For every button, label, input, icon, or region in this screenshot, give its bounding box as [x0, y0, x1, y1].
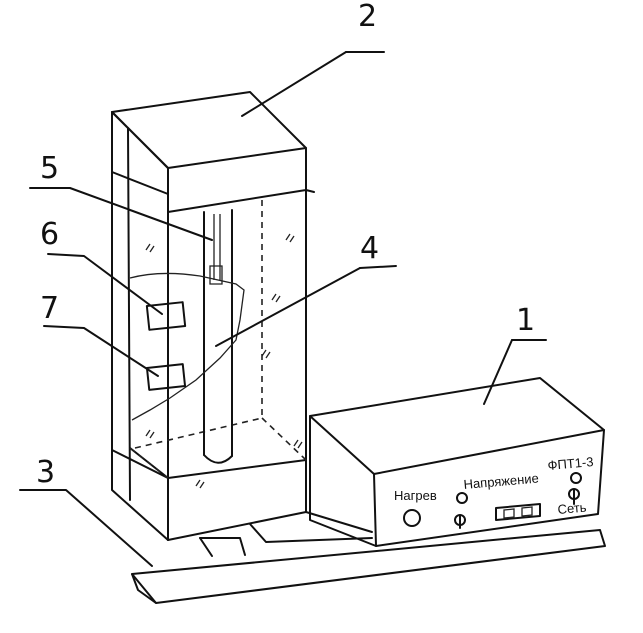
voltage-toggle-switch[interactable] — [454, 514, 466, 529]
element-6-window — [145, 301, 187, 331]
voltage-label: Напряжение — [463, 470, 539, 492]
callout-3: 3 — [36, 455, 55, 490]
heat-knob[interactable] — [403, 509, 421, 527]
leader-lines — [19, 51, 547, 567]
inner-hidden-edges — [129, 200, 307, 479]
glass-reflection-marks — [145, 233, 303, 489]
control-box — [309, 377, 605, 547]
heat-label: Нагрев — [394, 488, 437, 503]
voltage-display — [495, 503, 541, 521]
callout-2: 2 — [358, 0, 377, 34]
element-7-window — [145, 363, 187, 391]
model-label: ФПТ1-3 — [547, 454, 594, 473]
stand-feet — [199, 511, 373, 557]
top-head-block — [111, 91, 315, 213]
glass-tube — [203, 209, 233, 464]
callout-1: 1 — [516, 303, 535, 338]
base-rail — [131, 529, 606, 604]
callout-5: 5 — [40, 151, 59, 186]
mains-indicator-lamp — [570, 472, 582, 484]
column-body — [111, 111, 307, 541]
callout-7: 7 — [40, 291, 59, 326]
mains-toggle-switch[interactable] — [568, 488, 580, 505]
callout-6: 6 — [40, 217, 59, 252]
voltage-indicator-lamp — [456, 492, 468, 504]
callout-4: 4 — [360, 231, 379, 266]
cutaway-outline — [129, 272, 245, 421]
mains-label: Сеть — [557, 500, 587, 517]
